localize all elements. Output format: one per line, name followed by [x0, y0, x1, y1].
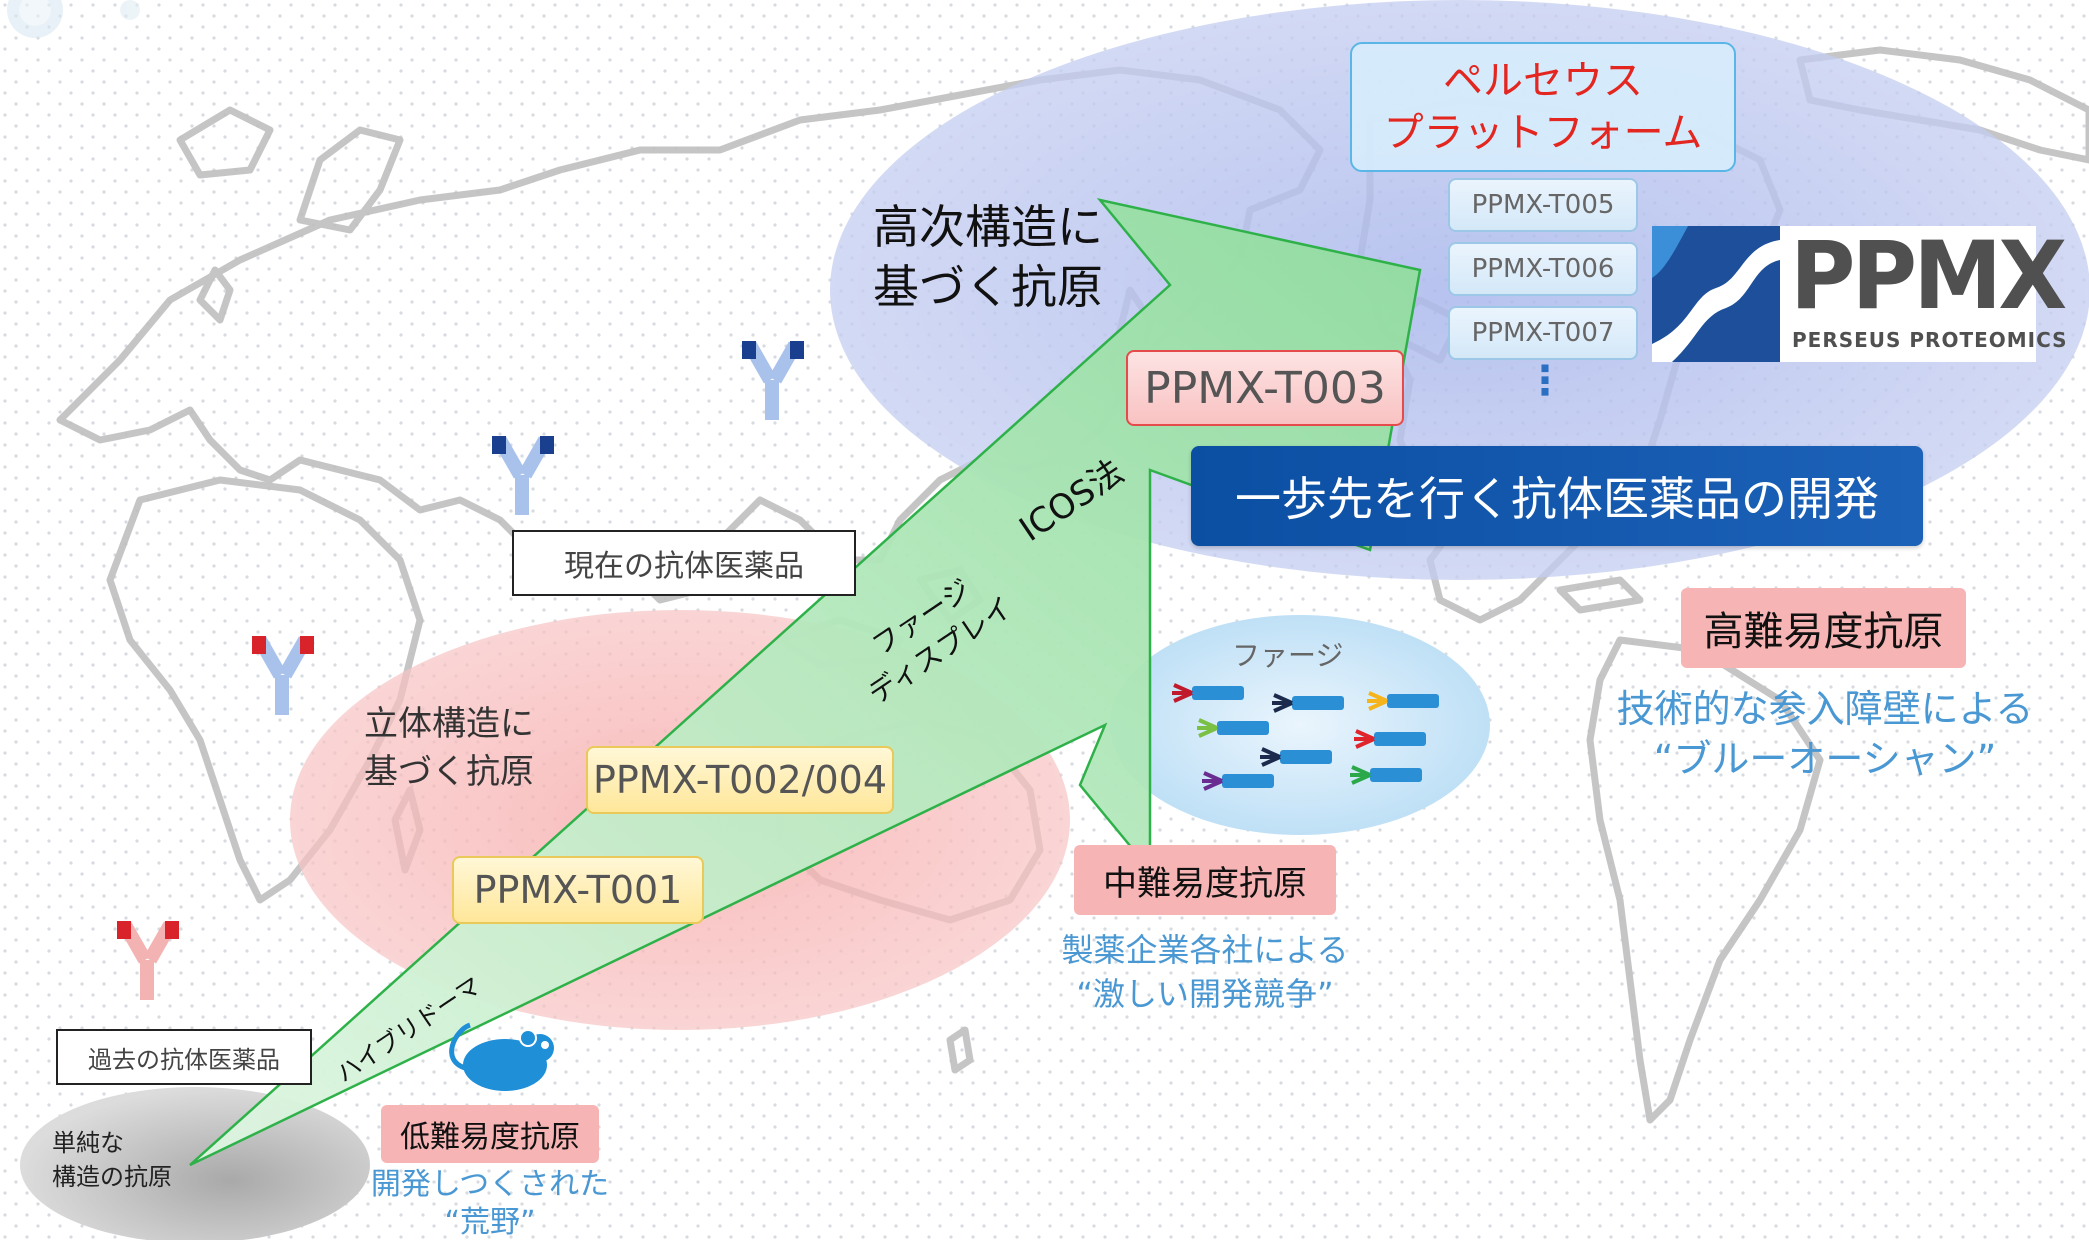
platform-item-t007: PPMX-T007	[1448, 306, 1638, 360]
low-difficulty-desc-line2: “荒野”	[444, 1205, 536, 1240]
low-difficulty-tag: 低難易度抗原	[381, 1105, 599, 1163]
ppmx-logo-wordmark: PPMX	[1790, 222, 2067, 331]
antibody-icon-4	[117, 921, 179, 1000]
platform-title-line2: プラットフォーム	[1383, 110, 1703, 156]
high-difficulty-desc-line1: 技術的な参入障壁による	[1616, 687, 2034, 731]
antibody-icon-3	[252, 636, 314, 715]
high-difficulty-desc: 技術的な参入障壁による “ブルーオーシャン”	[1580, 684, 2070, 784]
ppmx-logo: PPMX PERSEUS PROTEOMICS	[1652, 222, 2067, 362]
ppmx-logo-subtext: PERSEUS PROTEOMICS	[1792, 328, 2068, 352]
three-d-structure-line2: 基づく抗原	[364, 752, 534, 792]
ppmx-t001-tag: PPMX-T001	[452, 856, 704, 924]
mid-difficulty-desc-line2: “激しい開発競争”	[1076, 975, 1334, 1013]
platform-item-t006: PPMX-T006	[1448, 242, 1638, 296]
mid-difficulty-desc-line1: 製薬企業各社による	[1061, 931, 1349, 969]
high-difficulty-tag: 高難易度抗原	[1681, 588, 1966, 668]
mid-difficulty-tag: 中難易度抗原	[1074, 845, 1336, 915]
higher-structure-label: 高次構造に 基づく抗原	[873, 197, 1103, 317]
simple-structure-line2: 構造の抗原	[52, 1163, 172, 1191]
more-items-ellipsis: ⋮	[1525, 358, 1565, 404]
phage-label: ファージ	[1232, 639, 1344, 672]
three-d-structure-line1: 立体構造に	[364, 704, 534, 744]
platform-item-t005: PPMX-T005	[1448, 178, 1638, 232]
higher-structure-line1: 高次構造に	[873, 200, 1103, 254]
simple-structure-line1: 単純な	[52, 1129, 124, 1157]
current-antibody-drugs-box: 現在の抗体医薬品	[512, 530, 856, 596]
mouse-icon	[449, 1022, 554, 1091]
simple-structure-label: 単純な 構造の抗原	[52, 1126, 172, 1194]
mid-difficulty-desc: 製薬企業各社による “激しい開発競争”	[1015, 928, 1395, 1016]
strategy-banner: 一歩先を行く抗体医薬品の開発	[1191, 446, 1923, 546]
past-antibody-drugs-box: 過去の抗体医薬品	[56, 1029, 312, 1085]
ppmx-logo-mark	[1652, 226, 1780, 362]
ppmx-t002-004-tag: PPMX-T002/004	[586, 746, 894, 814]
antibody-icon-1	[742, 341, 804, 420]
high-difficulty-desc-line2: “ブルーオーシャン”	[1653, 737, 1997, 781]
three-d-structure-label: 立体構造に 基づく抗原	[364, 700, 534, 796]
corner-bubble-decoration	[7, 0, 140, 38]
phage-molecules	[1172, 683, 1439, 791]
ppmx-t003-tag: PPMX-T003	[1126, 350, 1404, 426]
antibody-icon-2	[492, 436, 554, 515]
higher-structure-line2: 基づく抗原	[873, 260, 1103, 314]
platform-title-line1: ペルセウス	[1443, 58, 1643, 104]
platform-box: ペルセウス プラットフォーム	[1350, 42, 1736, 172]
low-difficulty-desc-line1: 開発しつくされた	[370, 1167, 610, 1202]
low-difficulty-desc: 開発しつくされた “荒野”	[330, 1166, 650, 1242]
